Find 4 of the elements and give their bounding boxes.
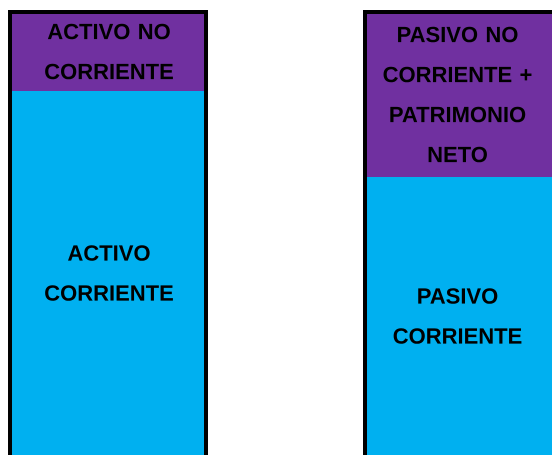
- band-box: ACTIVO NO CORRIENTE: [10, 12, 208, 91]
- band-box: ACTIVO CORRIENTE: [10, 91, 208, 455]
- band-box: PASIVO CORRIENTE: [363, 177, 552, 455]
- band-box: PASIVO NO CORRIENTE + PATRIMONIO NETO: [363, 12, 552, 177]
